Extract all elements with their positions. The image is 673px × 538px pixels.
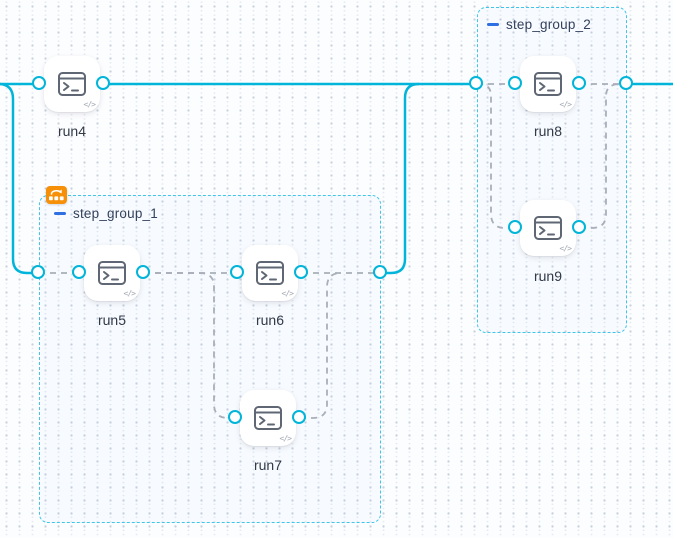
node-label-run9: run9 bbox=[533, 268, 563, 284]
code-icon: </> bbox=[281, 289, 294, 298]
group-label[interactable]: step_group_2 bbox=[506, 17, 591, 32]
node-run7[interactable]: </> bbox=[240, 390, 296, 446]
handle-run9-left[interactable] bbox=[508, 220, 523, 235]
node-run5[interactable]: </> bbox=[84, 245, 140, 301]
terminal-icon bbox=[58, 72, 86, 96]
node-run4[interactable]: </> bbox=[44, 56, 100, 112]
terminal-icon bbox=[256, 261, 284, 285]
edge-run7-to-group1-out[interactable] bbox=[300, 272, 342, 419]
terminal-icon bbox=[534, 216, 562, 240]
loop-matrix-icon bbox=[46, 186, 67, 204]
handle-run6-right[interactable] bbox=[294, 265, 309, 280]
node-run8[interactable]: </> bbox=[520, 56, 576, 112]
code-icon: </> bbox=[279, 434, 292, 443]
handle-run9-right[interactable] bbox=[572, 220, 587, 235]
node-label-run7: run7 bbox=[253, 457, 283, 473]
collapse-minus-icon[interactable] bbox=[54, 212, 66, 215]
edge-group2-in-to-run9[interactable] bbox=[477, 83, 516, 229]
edge-run9-to-group2-out[interactable] bbox=[580, 83, 627, 229]
handle-group2-output[interactable] bbox=[619, 76, 634, 91]
handle-run5-right[interactable] bbox=[136, 265, 151, 280]
handle-group1-input[interactable] bbox=[31, 265, 46, 280]
handle-run7-left[interactable] bbox=[228, 410, 243, 425]
terminal-icon bbox=[98, 261, 126, 285]
group-step-group-2[interactable]: step_group_2 bbox=[477, 7, 627, 333]
code-icon: </> bbox=[123, 289, 136, 298]
handle-group1-output[interactable] bbox=[373, 265, 388, 280]
terminal-icon bbox=[534, 72, 562, 96]
code-icon: </> bbox=[559, 100, 572, 109]
handle-run6-left[interactable] bbox=[230, 265, 245, 280]
handle-run4-left[interactable] bbox=[32, 76, 47, 91]
edge-step-group-1-out[interactable] bbox=[381, 82, 420, 275]
node-label-run4: run4 bbox=[57, 123, 87, 139]
node-label-run5: run5 bbox=[97, 312, 127, 328]
handle-run8-left[interactable] bbox=[508, 76, 523, 91]
code-icon: </> bbox=[559, 244, 572, 253]
terminal-icon bbox=[254, 406, 282, 430]
node-run6[interactable]: </> bbox=[242, 245, 298, 301]
handle-run7-right[interactable] bbox=[292, 410, 307, 425]
handle-group2-input[interactable] bbox=[469, 76, 484, 91]
code-icon: </> bbox=[83, 100, 96, 109]
collapse-minus-icon[interactable] bbox=[487, 23, 499, 26]
group-label[interactable]: step_group_1 bbox=[73, 206, 158, 221]
node-label-run6: run6 bbox=[255, 312, 285, 328]
edge-input-to-step-group-1[interactable] bbox=[0, 82, 39, 275]
node-label-run8: run8 bbox=[533, 123, 563, 139]
node-run9[interactable]: </> bbox=[520, 200, 576, 256]
handle-run8-right[interactable] bbox=[572, 76, 587, 91]
handle-run4-right[interactable] bbox=[96, 76, 111, 91]
edge-run5-to-run7[interactable] bbox=[144, 272, 236, 419]
handle-run5-left[interactable] bbox=[72, 265, 87, 280]
